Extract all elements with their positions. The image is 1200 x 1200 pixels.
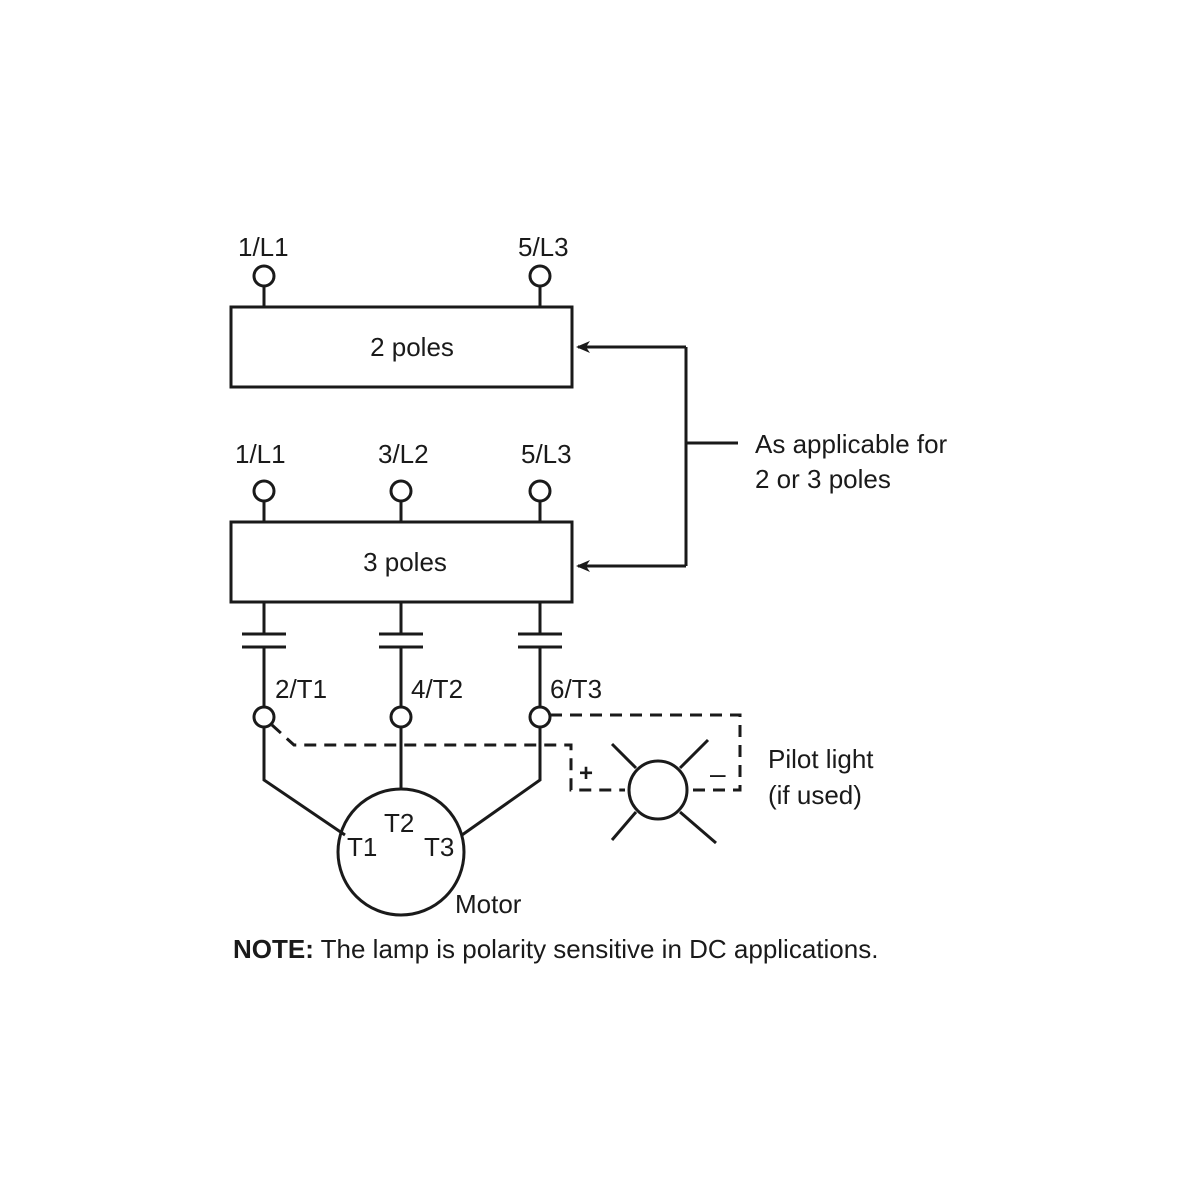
terminal-label-2-t1: 2/T1	[275, 674, 327, 704]
terminal-label-5-l3-3p: 5/L3	[521, 439, 572, 469]
terminal-3-l2-3p	[389, 479, 413, 503]
lamp-ray-bottom-right	[679, 810, 717, 845]
callout-line-1: As applicable for	[755, 429, 948, 459]
terminal-6-t3	[528, 705, 552, 729]
motor-label: Motor	[455, 889, 522, 919]
wire-t1	[262, 727, 346, 837]
terminal-2-t1	[252, 705, 276, 729]
main-contacts	[242, 602, 562, 707]
terminal-1-l1-3p	[252, 479, 276, 503]
box-3-poles-label: 3 poles	[363, 547, 447, 577]
terminal-5-l3-2p	[528, 264, 552, 288]
two-pole-block: 1/L1 5/L3 2 poles	[229, 232, 574, 389]
load-terminals: 2/T1 4/T2 6/T3	[252, 674, 602, 729]
note: NOTE: The lamp is polarity sensitive in …	[233, 934, 878, 964]
motor-wiring: T1 T2 T3 Motor	[262, 727, 542, 919]
terminal-label-4-t2: 4/T2	[411, 674, 463, 704]
lamp-ray-top-right	[678, 738, 710, 770]
motor-t1-label: T1	[347, 832, 377, 862]
lamp-ray-bottom-left	[610, 811, 638, 841]
note-text: The lamp is polarity sensitive in DC app…	[314, 934, 879, 964]
callout-line-2: 2 or 3 poles	[755, 464, 891, 494]
lamp-ray-top-left	[610, 742, 638, 770]
callout-bracket: As applicable for 2 or 3 poles	[576, 341, 948, 572]
pilot-light-circuit: + – Pilot light (if used)	[270, 713, 874, 845]
terminal-label-6-t3: 6/T3	[550, 674, 602, 704]
pilot-label-line-2: (if used)	[768, 780, 862, 810]
terminal-label-1-l1-3p: 1/L1	[235, 439, 286, 469]
terminal-label-1-l1-2p: 1/L1	[238, 232, 289, 262]
terminal-label-3-l2-3p: 3/L2	[378, 439, 429, 469]
note-label: NOTE:	[233, 934, 314, 964]
pilot-wire-minus	[550, 713, 742, 792]
pilot-wire-plus	[270, 723, 625, 792]
three-pole-block: 1/L1 3/L2 5/L3 3 poles	[229, 439, 574, 604]
motor-circle	[336, 787, 466, 917]
lamp-icon	[627, 759, 689, 821]
terminal-1-l1-2p	[252, 264, 276, 288]
pilot-label-line-1: Pilot light	[768, 744, 874, 774]
motor-t3-label: T3	[424, 832, 454, 862]
terminal-label-5-l3-2p: 5/L3	[518, 232, 569, 262]
terminal-5-l3-3p	[528, 479, 552, 503]
box-2-poles	[229, 305, 574, 389]
pilot-plus-sign: +	[579, 760, 593, 787]
pilot-minus-sign: –	[710, 758, 726, 789]
box-2-poles-label: 2 poles	[370, 332, 454, 362]
motor-t2-label: T2	[384, 808, 414, 838]
wire-t3	[461, 727, 542, 837]
terminal-4-t2	[389, 705, 413, 729]
